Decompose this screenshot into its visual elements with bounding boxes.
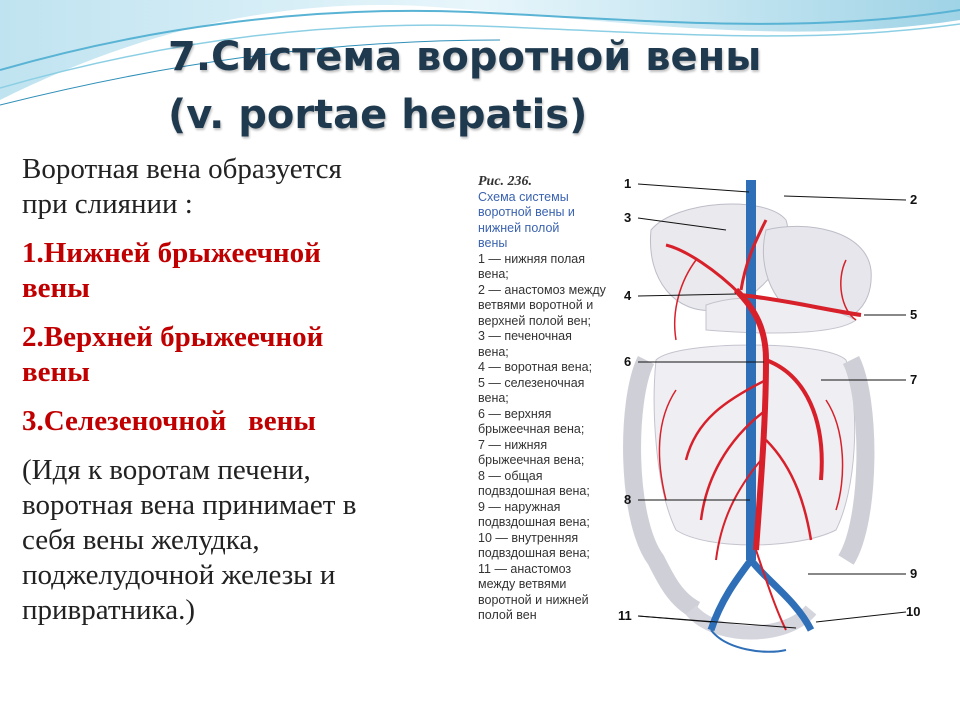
legend-line: брыжеечная вена; (478, 422, 585, 436)
list-item-splenic: 3.Селезеночной вены (22, 404, 462, 439)
portal-vein-figure: Рис. 236. Схема системы воротной вены и … (466, 160, 946, 700)
figure-marker-8: 8 (624, 492, 632, 507)
legend-line: воротной и нижней (478, 592, 589, 607)
figure-marker-1: 1 (624, 176, 632, 191)
item2-line-1: 2.Верхней брыжеечной (22, 321, 324, 353)
figure-legend: 1 — нижняя полая вена; 2 — анастомоз меж… (478, 252, 608, 624)
item1-line-1: 1.Нижней брыжеечной (22, 237, 321, 269)
legend-line: 7 — нижняя (478, 437, 548, 452)
legend-line: подвздошная вена; (478, 515, 590, 529)
note-line-5: привратника.) (22, 594, 195, 626)
legend-line: полой вен (478, 608, 537, 622)
note-paragraph: (Идя к воротам печени, воротная вена при… (22, 453, 462, 628)
legend-line: 2 — анастомоз между (478, 282, 606, 297)
figure-marker-11: 11 (618, 608, 632, 623)
slide-body: Воротная вена образуется при слиянии : 1… (22, 152, 462, 642)
figure-marker-10: 10 (906, 604, 921, 619)
legend-line: подвздошная вена; (478, 546, 590, 560)
figure-marker-2: 2 (910, 192, 918, 207)
figure-marker-4: 4 (624, 288, 632, 303)
legend-line: 1 — нижняя полая (478, 251, 586, 266)
legend-line: 8 — общая (478, 468, 543, 483)
figure-title-line: Схема системы (478, 189, 569, 204)
figure-title: Схема системы воротной вены и нижней пол… (478, 190, 608, 252)
legend-line: 11 — анастомоз (478, 561, 572, 576)
note-line-4: поджелудочной железы и (22, 559, 336, 591)
legend-line: вена; (478, 391, 509, 405)
legend-line: 10 — внутренняя (478, 530, 579, 545)
item1-line-2: вены (22, 272, 90, 304)
legend-line: верхней полой вен; (478, 313, 591, 328)
figure-marker-7: 7 (910, 372, 918, 387)
legend-line: ветвями воротной и (478, 298, 594, 312)
legend-line: брыжеечная вена; (478, 453, 585, 467)
intro-paragraph: Воротная вена образуется при слиянии : (22, 152, 462, 222)
legend-line: 4 — воротная вена; (478, 360, 593, 374)
legend-line: 9 — наружная (478, 499, 561, 514)
figure-title-line: вены (478, 236, 508, 250)
legend-line: вена; (478, 344, 509, 359)
figure-title-line: нижней полой (478, 220, 560, 235)
figure-title-line: воротной вены и (478, 205, 575, 219)
legend-line: между ветвями (478, 577, 567, 591)
slide-title: 7.Система воротной вены (v. portae hepat… (168, 28, 928, 144)
legend-line: 3 — печеночная (478, 329, 572, 343)
figure-caption: Рис. 236. Схема системы воротной вены и … (478, 174, 608, 624)
note-line-1: (Идя к воротам печени, (22, 454, 311, 486)
note-line-2: воротная вена принимает в (22, 489, 357, 521)
item2-line-2: вены (22, 356, 90, 388)
figure-marker-6: 6 (624, 354, 632, 369)
item3-line: 3.Селезеночной вены (22, 405, 316, 437)
slide-title-line-2: (v. portae hepatis) (168, 92, 588, 138)
note-line-3: себя вены желудка, (22, 524, 260, 556)
intro-line-1: Воротная вена образуется (22, 153, 342, 185)
figure-marker-3: 3 (624, 210, 632, 225)
figure-number: Рис. 236. (478, 174, 533, 189)
anatomy-illustration (623, 180, 907, 653)
slide-title-line-1: 7.Система воротной вены (168, 34, 762, 80)
legend-line: вена; (478, 267, 509, 281)
list-item-inferior-mesenteric: 1.Нижней брыжеечной вены (22, 236, 462, 306)
legend-line: подвздошная вена; (478, 484, 590, 498)
list-item-superior-mesenteric: 2.Верхней брыжеечной вены (22, 320, 462, 390)
intro-line-2: при слиянии : (22, 188, 193, 220)
legend-line: 5 — селезеночная (478, 375, 585, 390)
decorative-wave-header (0, 0, 960, 106)
figure-marker-5: 5 (910, 307, 918, 322)
legend-line: 6 — верхняя (478, 406, 552, 421)
figure-marker-9: 9 (910, 566, 918, 581)
